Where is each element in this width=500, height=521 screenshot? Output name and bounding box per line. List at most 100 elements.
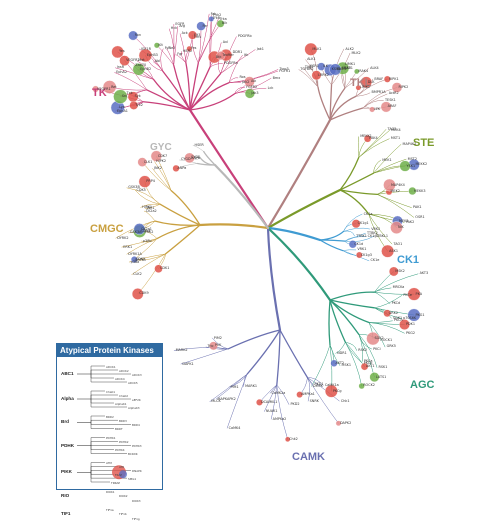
kinase-label: VRK1: [357, 248, 366, 251]
kinase-label: CLK2: [133, 273, 142, 276]
kinase-label: LIMK1: [345, 63, 355, 66]
branch-camk: [277, 330, 280, 385]
kinase-label: PKD1: [315, 383, 324, 386]
atypical-member-branch: [91, 442, 118, 446]
kinase-label: GSK3A: [130, 231, 141, 234]
kinase-label: MST2: [408, 158, 417, 161]
branch-tkl: [318, 87, 330, 120]
kinase-label: DAPK1: [182, 363, 193, 366]
kinase-label: TrkB: [213, 17, 220, 20]
kinase-label: HIPK2: [156, 160, 166, 163]
atypical-family-label: Alpha: [61, 396, 74, 401]
atypical-member-label: AlphaK3: [128, 406, 140, 410]
kinase-label: DYRK2: [117, 237, 128, 240]
atypical-family-label: TIF1: [61, 511, 70, 516]
kinase-label: CK1a: [364, 213, 373, 216]
kinase-label: Lyn: [119, 106, 125, 109]
atypical-member-branch: [91, 472, 114, 474]
atypical-member-label: ADCK5: [128, 381, 138, 385]
kinase-label: Blk: [222, 22, 227, 25]
atypical-member-branch: [91, 446, 114, 450]
kinase-label: PIM2: [214, 337, 222, 340]
kinase-label: Txk: [127, 92, 133, 95]
kinase-label: InsR: [117, 66, 124, 69]
atypical-member-branch: [91, 399, 114, 403]
leaf-branch-ck1: [343, 231, 354, 236]
kinase-label: Chk1: [341, 400, 350, 403]
kinase-label: p38b: [143, 240, 152, 243]
kinase-label: AMPKa1: [301, 393, 315, 396]
kinase-label: Bmx: [273, 77, 281, 80]
leaf-branch-ck1: [343, 250, 356, 251]
kinase-label: CK2a2: [146, 210, 157, 213]
kinase-label: MEK2: [391, 190, 400, 193]
kinase-label: TTBK1: [356, 235, 367, 238]
branch-tkl: [330, 108, 363, 120]
kinase-label: TAO2: [388, 128, 397, 131]
atypical-member-branch: [91, 472, 110, 482]
branch-ck1: [320, 240, 343, 251]
leaf-branch-tk: [161, 49, 164, 71]
kinase-label: PKG2: [406, 332, 415, 335]
kinase-label: NDR1: [337, 352, 347, 355]
kinase-label: DLK: [368, 81, 375, 84]
branch-ck1: [320, 231, 343, 240]
kinase-label: Ret: [111, 86, 117, 89]
kinase-label: PAK4: [369, 137, 378, 140]
atypical-member-label: FRAP: [115, 473, 122, 477]
kinase-label: Jak3: [251, 92, 258, 95]
trunk-agc: [268, 228, 330, 300]
kinase-label: EphB3: [147, 54, 158, 57]
kinase-label: TESK1: [385, 99, 396, 102]
kinase-label: Yes: [119, 50, 124, 53]
leaf-branch-agc: [374, 292, 390, 304]
kinase-label: MSK1: [342, 364, 351, 367]
branch-camk: [280, 330, 308, 378]
atypical-member-label: BRD4: [132, 423, 140, 427]
group-label-ck1: CK1: [397, 255, 419, 266]
kinase-label: SNRK: [310, 400, 319, 403]
atypical-member-label: PDHK3: [132, 444, 142, 448]
kinase-label: EphA2: [116, 71, 127, 74]
atypical-member-label: ADCK3: [132, 373, 142, 377]
group-label-camk: CAMK: [292, 452, 325, 463]
atypical-member-label: ADCK2: [119, 369, 129, 373]
kinase-label: IGF1R: [141, 48, 151, 51]
kinase-label: ASK1: [389, 250, 398, 253]
branch-cmgc: [166, 225, 200, 254]
atypical-member-label: TIF1b: [119, 512, 127, 516]
kinase-label: AKT1: [366, 365, 375, 368]
kinase-label: PKCd: [392, 302, 401, 305]
kinase-label: DDR1: [233, 51, 243, 54]
atypical-family-label: PIKK: [61, 469, 72, 474]
branch-camk: [247, 330, 280, 374]
kinase-label: LIMK2: [360, 86, 370, 89]
kinase-label: Trio: [208, 345, 214, 348]
kinase-label: CaMK1a: [325, 384, 339, 387]
kinase-label: PDK1: [406, 323, 415, 326]
kinase-label: Tyk2: [135, 104, 143, 107]
leaf-branch-ste: [359, 139, 390, 158]
atypical-member-label: PDHK1: [106, 436, 116, 440]
kinase-label: CDK1: [160, 267, 169, 270]
kinase-label: MLK1: [312, 48, 321, 51]
atypical-member-label: RIOK3: [132, 499, 141, 503]
atypical-member-branch: [91, 416, 105, 422]
branch-cmgc: [160, 204, 200, 225]
kinase-label: IRAK4: [358, 70, 368, 73]
kinase-label: p70S6K: [403, 317, 416, 320]
kinase-label: Alk: [251, 80, 256, 83]
kinase-label: PKG1: [416, 314, 425, 317]
kinase-label: Fer: [203, 25, 208, 28]
kinase-label: MRCKa: [393, 286, 405, 289]
kinase-label: VRK2: [371, 228, 380, 231]
kinase-label: MAPKAPK2: [218, 398, 236, 401]
branch-agc: [330, 292, 374, 300]
leaf-branch-agc: [345, 342, 356, 350]
kinase-label: OSR1: [415, 216, 424, 219]
kinase-label: ALK4: [370, 67, 379, 70]
atypical-member-label: TIF1g: [132, 517, 140, 521]
kinase-label: CYGD: [181, 158, 191, 161]
kinase-label: CK1g3: [361, 254, 372, 257]
